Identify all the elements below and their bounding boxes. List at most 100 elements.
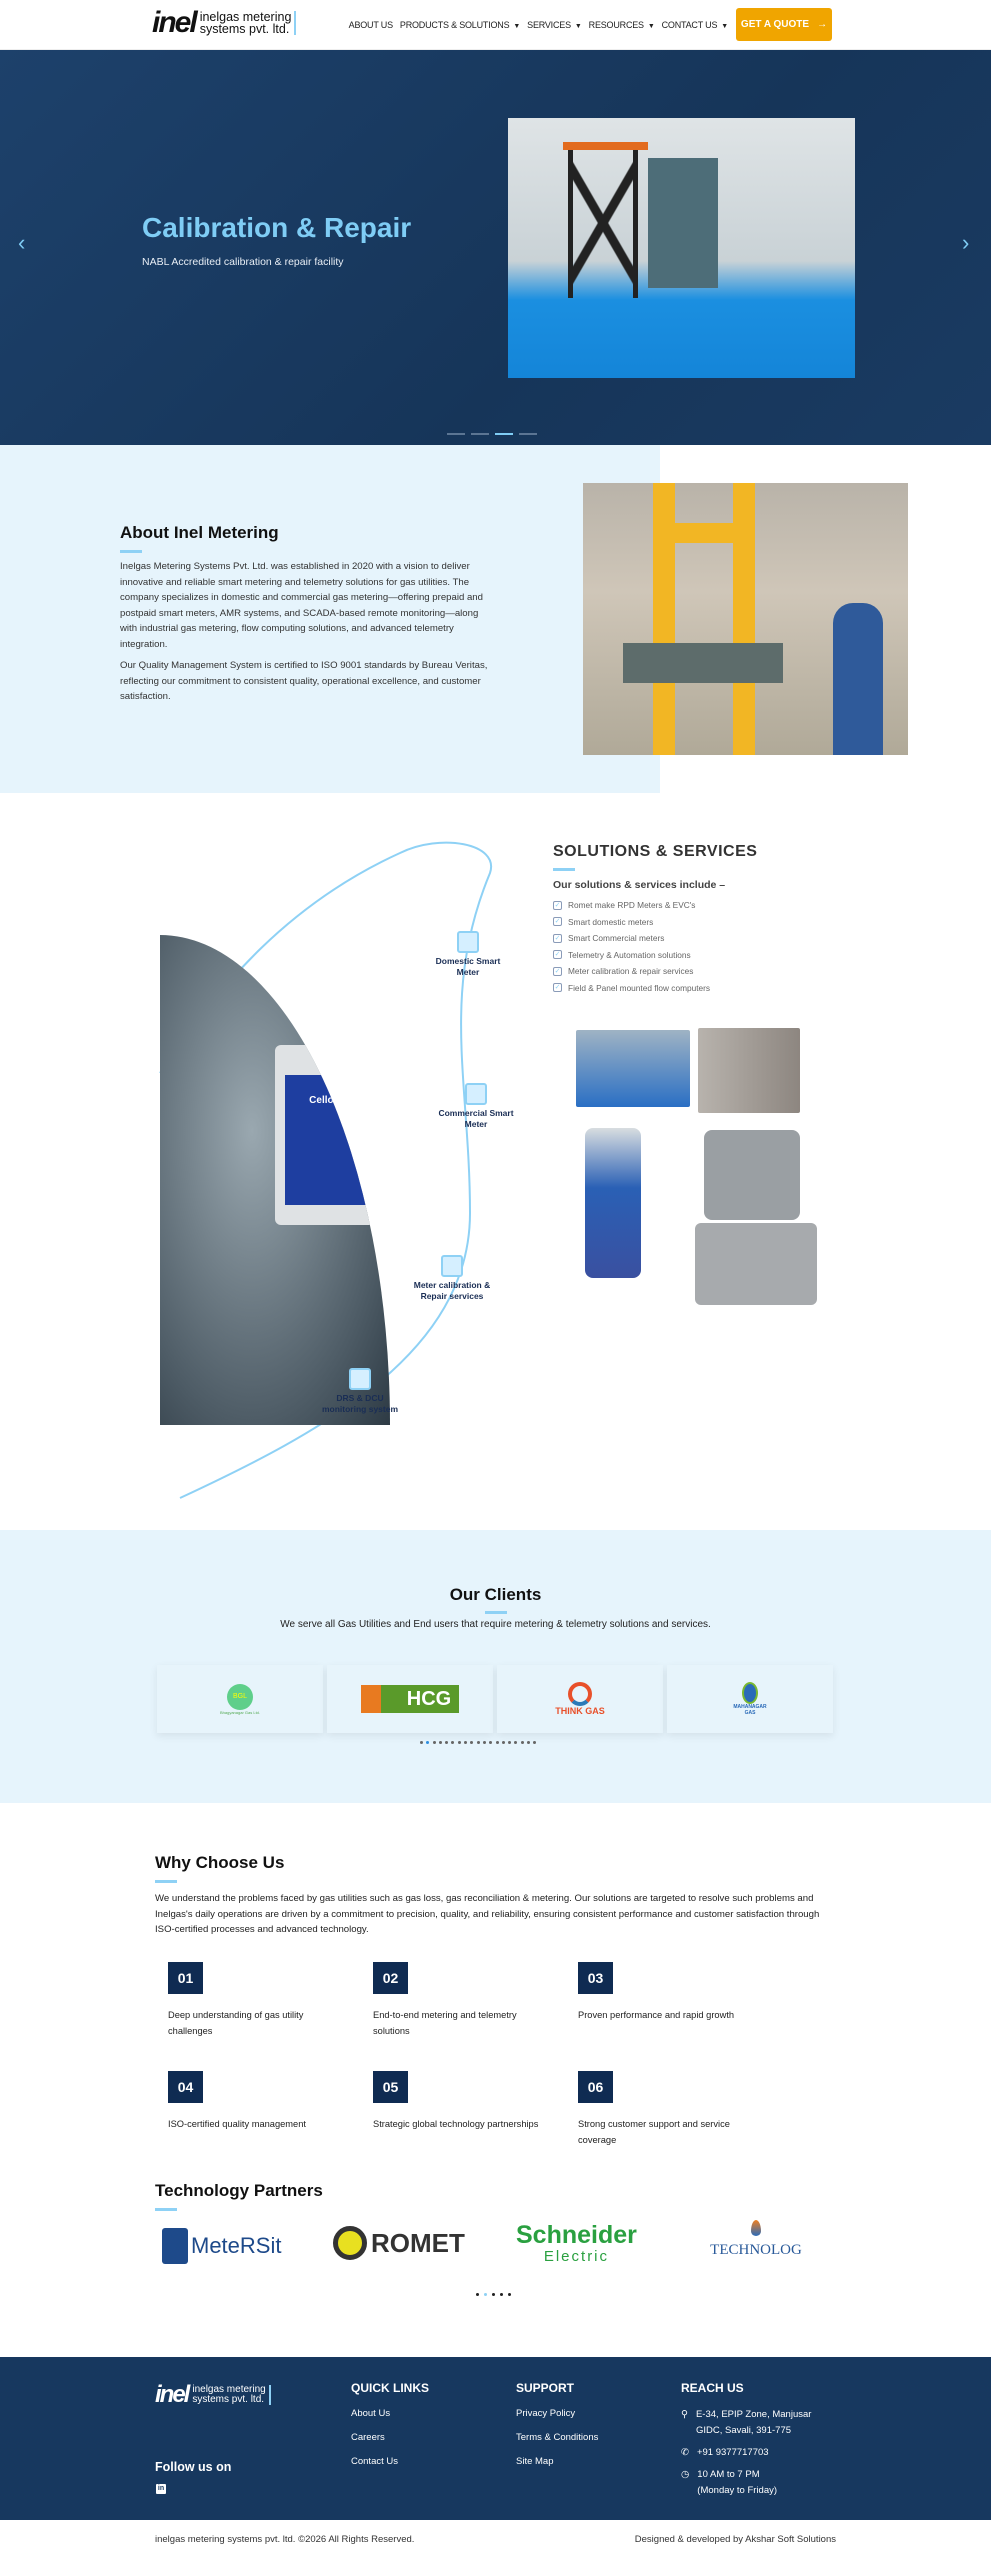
slider-dot[interactable] — [471, 433, 489, 435]
carousel-dot[interactable] — [438, 1741, 442, 1744]
partner-name: MeteRSit — [191, 2233, 282, 2258]
nav-resources[interactable]: RESOURCES▼ — [589, 20, 655, 30]
client-card-hcg[interactable]: HCG — [327, 1665, 493, 1733]
why-title-block: Why Choose Us — [155, 1853, 284, 1883]
client-logo: HCG — [360, 1685, 460, 1713]
clients-carousel-dots — [420, 1741, 537, 1744]
list-item: ✓Telemetry & Automation solutions — [553, 949, 691, 960]
linkedin-icon[interactable]: in — [156, 2484, 166, 2494]
carousel-dot-active[interactable] — [484, 2293, 487, 2296]
partner-logo-romet[interactable]: ROMET — [333, 2226, 465, 2260]
node-drs-dcu: DRS & DCU monitoring system — [320, 1368, 400, 1415]
node-meter-calibration: Meter calibration & Repair services — [412, 1255, 492, 1302]
cta-label: GET A QUOTE — [740, 19, 810, 30]
carousel-dot[interactable] — [432, 1741, 436, 1744]
carousel-dot[interactable] — [514, 1741, 518, 1744]
partner-name: TECHNOLOG — [710, 2242, 802, 2258]
caret-down-icon: ▼ — [721, 23, 728, 30]
nav-contact-us[interactable]: CONTACT US▼ — [661, 20, 729, 30]
checkbox-icon: ✓ — [553, 950, 562, 960]
about-title: About Inel Metering — [120, 523, 279, 542]
copyright-text: inelgas metering systems pvt. ltd. ©2026… — [155, 2534, 415, 2545]
carousel-dot[interactable] — [476, 2293, 479, 2296]
carousel-dot[interactable] — [464, 1741, 468, 1744]
carousel-dot[interactable] — [470, 1741, 474, 1744]
client-logo: BGL — [227, 1683, 253, 1710]
carousel-dot[interactable] — [482, 1741, 486, 1744]
client-card-think-gas[interactable]: THINK GAS — [497, 1665, 663, 1733]
slider-next-button[interactable]: › — [962, 230, 970, 255]
carousel-dot[interactable] — [533, 1741, 537, 1744]
footer-link-privacy-policy[interactable]: Privacy Policy — [516, 2408, 576, 2419]
feature-text: End-to-end metering and telemetry soluti… — [373, 2010, 517, 2036]
title-underline — [155, 2208, 177, 2211]
address-line: GIDC, Savali, 391-775 — [695, 2425, 792, 2436]
footer-link-contact-us[interactable]: Contact Us — [351, 2456, 398, 2467]
slider-dot-active[interactable] — [495, 433, 513, 435]
node-commercial-smart-meter: Commercial Smart Meter — [436, 1083, 516, 1130]
partners-title: Technology Partners — [155, 2181, 323, 2200]
reach-us-title: REACH US — [681, 2381, 744, 2395]
client-logo: THINK GAS — [555, 1706, 605, 1716]
partner-logo-technolog[interactable]: TECHNOLOG — [701, 2220, 811, 2259]
footer-link-terms[interactable]: Terms & Conditions — [516, 2432, 599, 2443]
product-image-smart-meter — [585, 1128, 641, 1278]
feature-text: Proven performance and rapid growth — [578, 2010, 735, 2020]
caret-down-icon: ▼ — [574, 23, 582, 30]
phone-icon: ✆ — [681, 2447, 689, 2458]
slider-dot[interactable] — [519, 433, 537, 435]
nav-label: PRODUCTS & SOLUTIONS — [399, 20, 510, 30]
nav-about-us[interactable]: ABOUT US — [349, 20, 393, 30]
partners-title-block: Technology Partners — [155, 2181, 323, 2211]
title-underline — [155, 1880, 177, 1883]
carousel-dot[interactable] — [520, 1741, 524, 1744]
about-paragraph: Inelgas Metering Systems Pvt. Ltd. was e… — [120, 561, 483, 650]
slider-prev-button[interactable]: ‹ — [18, 230, 26, 255]
carousel-dot[interactable] — [495, 1741, 499, 1744]
carousel-dot[interactable] — [508, 1741, 512, 1744]
device-image: Cello GS — [160, 935, 390, 1425]
credit-link[interactable]: Designed & developed by Akshar Soft Solu… — [634, 2534, 836, 2545]
bottom-bar: inelgas metering systems pvt. ltd. ©2026… — [0, 2520, 991, 2560]
carousel-dot[interactable] — [508, 2293, 511, 2296]
get-a-quote-button[interactable]: GET A QUOTE→ — [736, 8, 832, 41]
client-caption: GAS — [744, 1710, 756, 1716]
hero-subtitle: NABL Accredited calibration & repair fac… — [142, 256, 344, 268]
carousel-dot[interactable] — [457, 1741, 461, 1744]
carousel-dot[interactable] — [492, 2293, 495, 2296]
carousel-dot-active[interactable] — [426, 1741, 430, 1744]
nav-label: RESOURCES — [588, 20, 644, 30]
phone-number[interactable]: +91 9377717703 — [696, 2447, 769, 2458]
carousel-dot[interactable] — [445, 1741, 449, 1744]
node-label: DRS & DCU monitoring system — [321, 1393, 399, 1414]
carousel-dot[interactable] — [501, 1741, 505, 1744]
slider-dot[interactable] — [447, 433, 465, 435]
carousel-dot[interactable] — [476, 1741, 480, 1744]
node-label: Meter calibration & Repair services — [413, 1280, 491, 1301]
nav-products-solutions[interactable]: PRODUCTS & SOLUTIONS▼ — [400, 20, 520, 30]
clients-title: Our Clients — [449, 1585, 542, 1604]
carousel-dot[interactable] — [489, 1741, 493, 1744]
footer-link-careers[interactable]: Careers — [351, 2432, 385, 2443]
partner-logo-metersit[interactable]: MeteRSit — [162, 2228, 281, 2264]
nav-services[interactable]: SERVICES▼ — [527, 20, 582, 30]
solutions-title: SOLUTIONS & SERVICES — [553, 843, 758, 860]
carousel-dot[interactable] — [500, 2293, 503, 2296]
footer-link-about-us[interactable]: About Us — [351, 2408, 391, 2419]
nav-label: CONTACT US — [661, 20, 718, 30]
partner-name: Electric — [543, 2248, 610, 2265]
meter-icon — [465, 1083, 487, 1105]
carousel-dot[interactable] — [451, 1741, 455, 1744]
feature-text: Strong customer support and service cove… — [578, 2119, 730, 2145]
carousel-dot[interactable] — [420, 1741, 423, 1744]
carousel-dot[interactable] — [527, 1741, 531, 1744]
footer-link-site-map[interactable]: Site Map — [516, 2456, 554, 2467]
